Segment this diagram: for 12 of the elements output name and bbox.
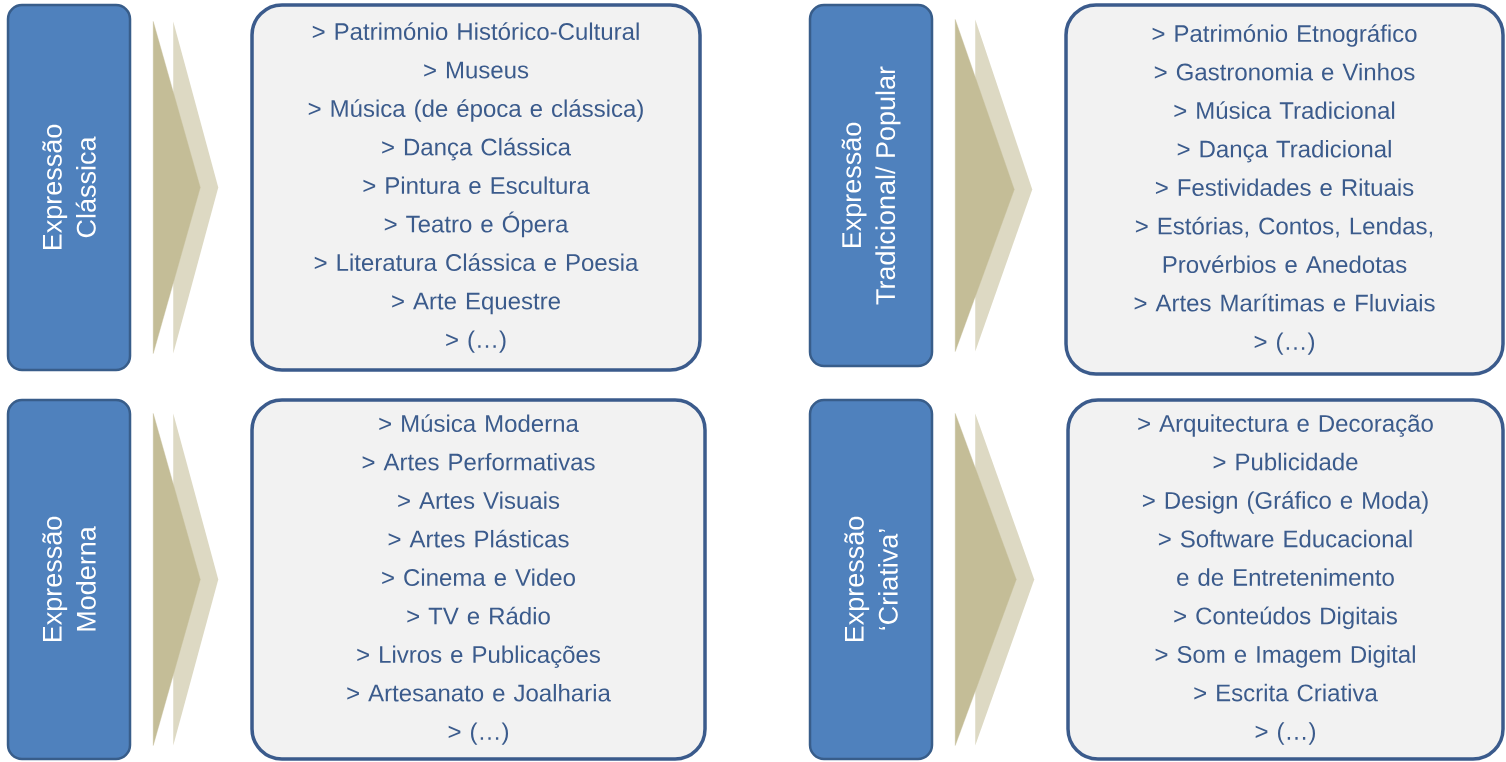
category-box: Expressão ‘Criativa’: [808, 398, 934, 761]
chevron-arrow: [153, 413, 219, 746]
list-box: > Música Moderna > Artes Performativas > Artes Visuais > Artes Plásticas > Cinema e Video > TV e Rádio > Livros e Publicações > Artesanato e Joalharia > (…): [250, 398, 707, 761]
category-box: Expressão Clássica: [6, 3, 132, 372]
chevron-arrow: [955, 413, 1035, 746]
category-box: Expressão Moderna: [6, 398, 132, 761]
list-box: > Património Etnográfico > Gastronomia e Vinhos > Música Tradicional > Dança Tradicional > Festividades e Rituais > Estórias, Contos, Lendas, Provérbios e Anedotas > Artes Marítimas e Fluviais > (…): [1064, 3, 1505, 376]
category-box: Expressão Tradicional/ Popular: [808, 3, 934, 368]
chevron-arrow: [955, 19, 1033, 352]
list-box: > Arquitectura e Decoração > Publicidade > Design (Gráfico e Moda) > Software Educacional e de Entretenimento > Conteúdos Digitais > Som e Imagem Digital > Escrita Criativa > (…): [1066, 398, 1505, 761]
chevron-arrow: [153, 21, 219, 354]
list-box: > Património Histórico-Cultural > Museus > Música (de época e clássica) > Dança Clássica > Pintura e Escultura > Teatro e Ópera > Literatura Clássica e Poesia > Arte Equestre > (…): [250, 3, 702, 372]
